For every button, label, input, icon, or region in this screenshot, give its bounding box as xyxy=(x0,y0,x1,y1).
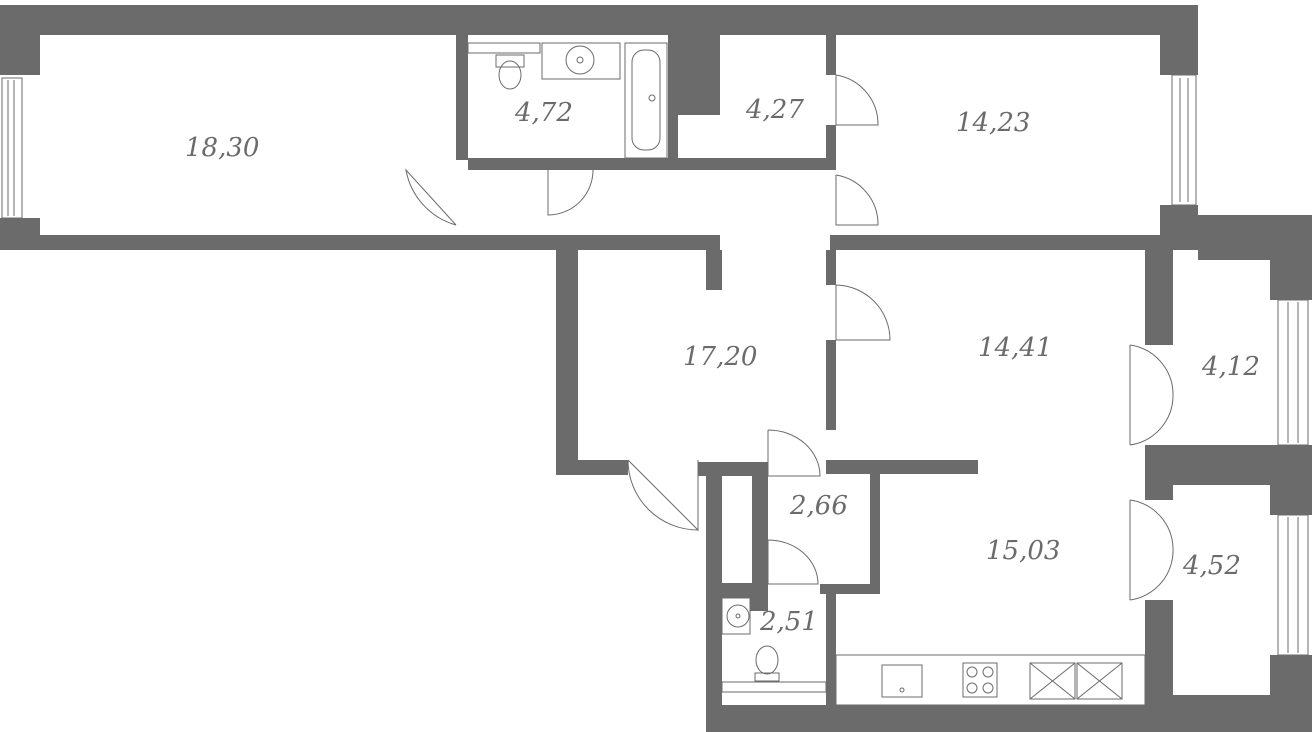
door-balcony1 xyxy=(1129,344,1174,446)
door-room6 xyxy=(835,284,891,341)
room-area-18-30: 18,30 xyxy=(185,133,259,163)
room-area-2-51: 2,51 xyxy=(759,607,818,637)
room-area-4-52: 4,52 xyxy=(1182,551,1241,581)
walls xyxy=(0,5,1312,732)
room-area-17-20: 17,20 xyxy=(683,342,757,372)
stove-icon xyxy=(962,662,998,698)
room-area-14-23: 14,23 xyxy=(956,108,1030,138)
room-area-2-66: 2,66 xyxy=(789,491,848,521)
fixtures xyxy=(467,42,1146,706)
sink-icon xyxy=(541,42,621,80)
room-area-15-03: 15,03 xyxy=(986,536,1060,566)
door-balcony2 xyxy=(1129,499,1174,601)
kitchen-sink-icon xyxy=(881,664,923,698)
bathtub-icon xyxy=(624,42,668,159)
door-wc xyxy=(767,539,819,585)
room-area-4-27: 4,27 xyxy=(745,95,804,125)
toilet-icon-wc xyxy=(755,645,779,675)
window-right-mid xyxy=(1277,299,1309,446)
window-left xyxy=(1,77,23,219)
appliance-cross-icon xyxy=(1029,662,1076,700)
door-hall-bottom xyxy=(627,459,699,532)
room-area-4-72: 4,72 xyxy=(514,98,573,128)
door-bedroom-top xyxy=(835,174,879,226)
windows xyxy=(1,74,1309,656)
room-area-14-41: 14,41 xyxy=(978,333,1052,363)
door-room1 xyxy=(405,168,457,226)
doors xyxy=(405,74,1174,601)
toilet-icon xyxy=(467,42,541,54)
room-area-4-12: 4,12 xyxy=(1201,352,1260,382)
door-small-room xyxy=(767,429,821,477)
door-bath xyxy=(547,169,594,216)
window-right-top xyxy=(1171,74,1197,206)
area-labels: 18,30 4,72 4,27 14,23 17,20 14,41 4,12 2… xyxy=(185,95,1260,637)
window-right-low xyxy=(1277,514,1309,656)
door-closet xyxy=(835,74,879,126)
appliance-cross-icon-2 xyxy=(1076,662,1123,700)
